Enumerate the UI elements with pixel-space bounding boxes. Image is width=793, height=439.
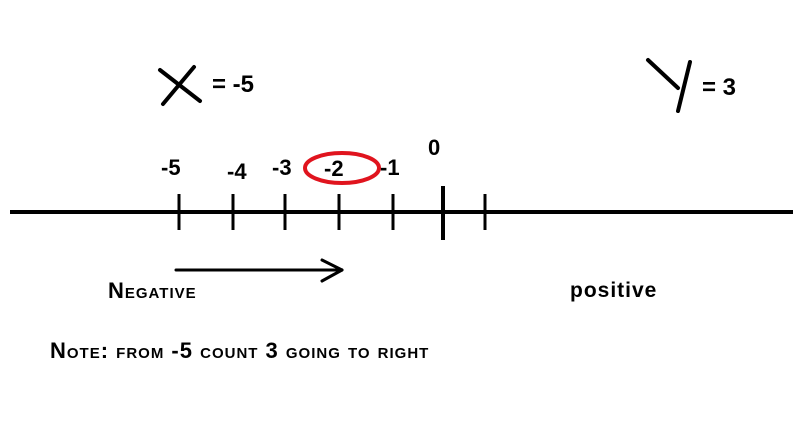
x-value-text: = -5 (212, 71, 255, 98)
tick-label: -3 (272, 155, 292, 180)
positive-label: positive (570, 279, 658, 302)
y-value-text: = 3 (702, 74, 737, 101)
x-variable-letter (158, 65, 202, 106)
tick-label-zero: 0 (428, 135, 441, 160)
negative-label: Negative (108, 278, 197, 303)
direction-arrow (174, 258, 344, 283)
note-text: Note: from -5 count 3 going to right (50, 338, 430, 363)
tick-label: -5 (161, 155, 181, 180)
y-variable-letter (646, 58, 692, 113)
tick-label: -1 (380, 155, 400, 180)
highlight-circle (303, 151, 381, 185)
tick-label: -4 (227, 159, 247, 184)
tick-label-highlighted: -2 (324, 156, 344, 181)
